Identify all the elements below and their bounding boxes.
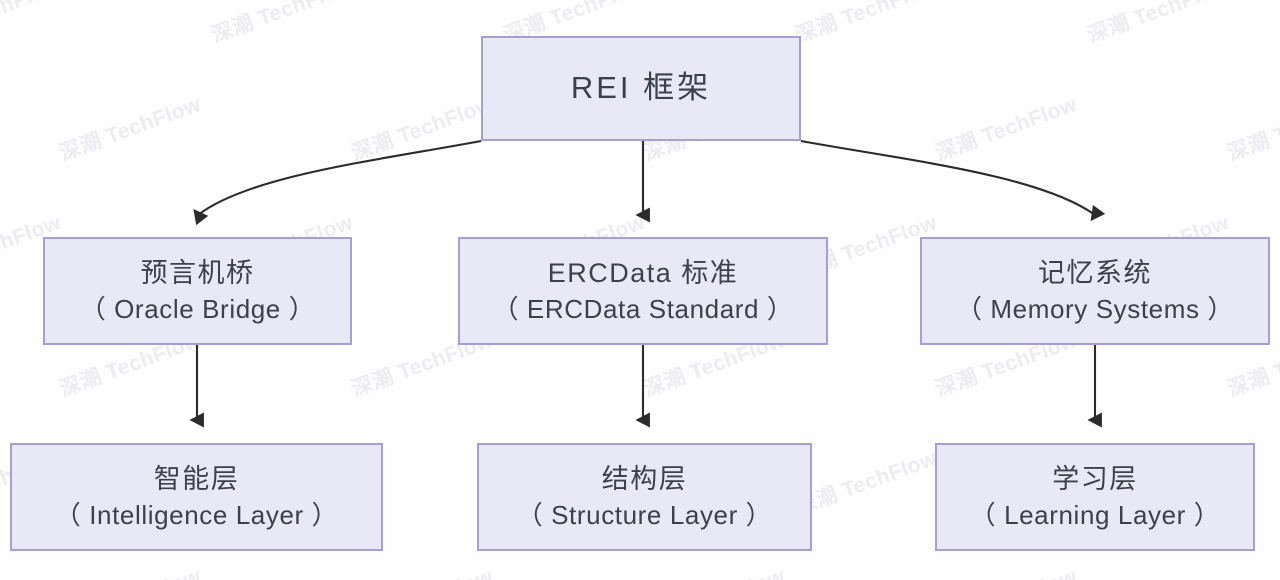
watermark-text: 深潮 TechFlow	[792, 446, 941, 520]
node-oracle-bridge-title: 预言机桥	[140, 258, 255, 289]
node-intelligence-layer[interactable]: 智能层 （ Intelligence Layer ）	[10, 443, 383, 551]
node-structure-layer[interactable]: 结构层 （ Structure Layer ）	[477, 443, 812, 551]
watermark-text: 深潮 TechFlow	[56, 92, 205, 166]
node-ercdata-standard[interactable]: ERCData 标准 （ ERCData Standard ）	[458, 237, 828, 345]
node-intelligence-layer-title: 智能层	[153, 464, 240, 495]
watermark-text: 深潮 TechFlow	[792, 0, 941, 48]
node-intelligence-layer-subtitle: （ Intelligence Layer ）	[54, 499, 339, 530]
watermark-text: 深潮 TechFlow	[1223, 560, 1280, 580]
watermark-text: 深潮 TechFlow	[347, 560, 497, 580]
node-oracle-bridge[interactable]: 预言机桥 （ Oracle Bridge ）	[43, 237, 352, 345]
node-learning-layer-title: 学习层	[1052, 464, 1138, 495]
node-memory-systems-title: 记忆系统	[1038, 258, 1152, 289]
watermark-text: 深潮 TechFlow	[932, 92, 1081, 166]
watermark-text: 深潮 TechFlow	[639, 560, 789, 580]
node-structure-layer-subtitle: （ Structure Layer ）	[516, 499, 773, 530]
node-oracle-bridge-subtitle: （ Oracle Bridge ）	[79, 293, 316, 324]
node-learning-layer[interactable]: 学习层 （ Learning Layer ）	[935, 443, 1255, 551]
node-memory-systems[interactable]: 记忆系统 （ Memory Systems ）	[920, 237, 1270, 345]
edge-root-to-oracle	[193, 139, 482, 226]
watermark-text: 深潮 TechFlow	[0, 0, 65, 47]
node-structure-layer-title: 结构层	[601, 464, 688, 495]
node-memory-systems-subtitle: （ Memory Systems ）	[955, 293, 1235, 324]
edge-root-to-memory	[800, 139, 1106, 222]
node-rei-framework-title: REI 框架	[570, 70, 712, 106]
watermark-text: 深潮 TechFlow	[1224, 92, 1280, 166]
watermark-text: 深潮 TechFlow	[931, 560, 1081, 580]
node-learning-layer-subtitle: （ Learning Layer ）	[969, 499, 1221, 530]
watermark-text: 深潮 TechFlow	[348, 92, 497, 166]
node-ercdata-standard-title: ERCData 标准	[547, 258, 739, 289]
watermark-text: 深潮 TechFlow	[1084, 0, 1233, 48]
watermark-text: 深潮 TechFlow	[55, 560, 205, 580]
node-rei-framework[interactable]: REI 框架	[481, 36, 801, 141]
watermark-text: 深潮 TechFlow	[208, 0, 357, 48]
node-ercdata-standard-subtitle: （ ERCData Standard ）	[492, 293, 794, 324]
